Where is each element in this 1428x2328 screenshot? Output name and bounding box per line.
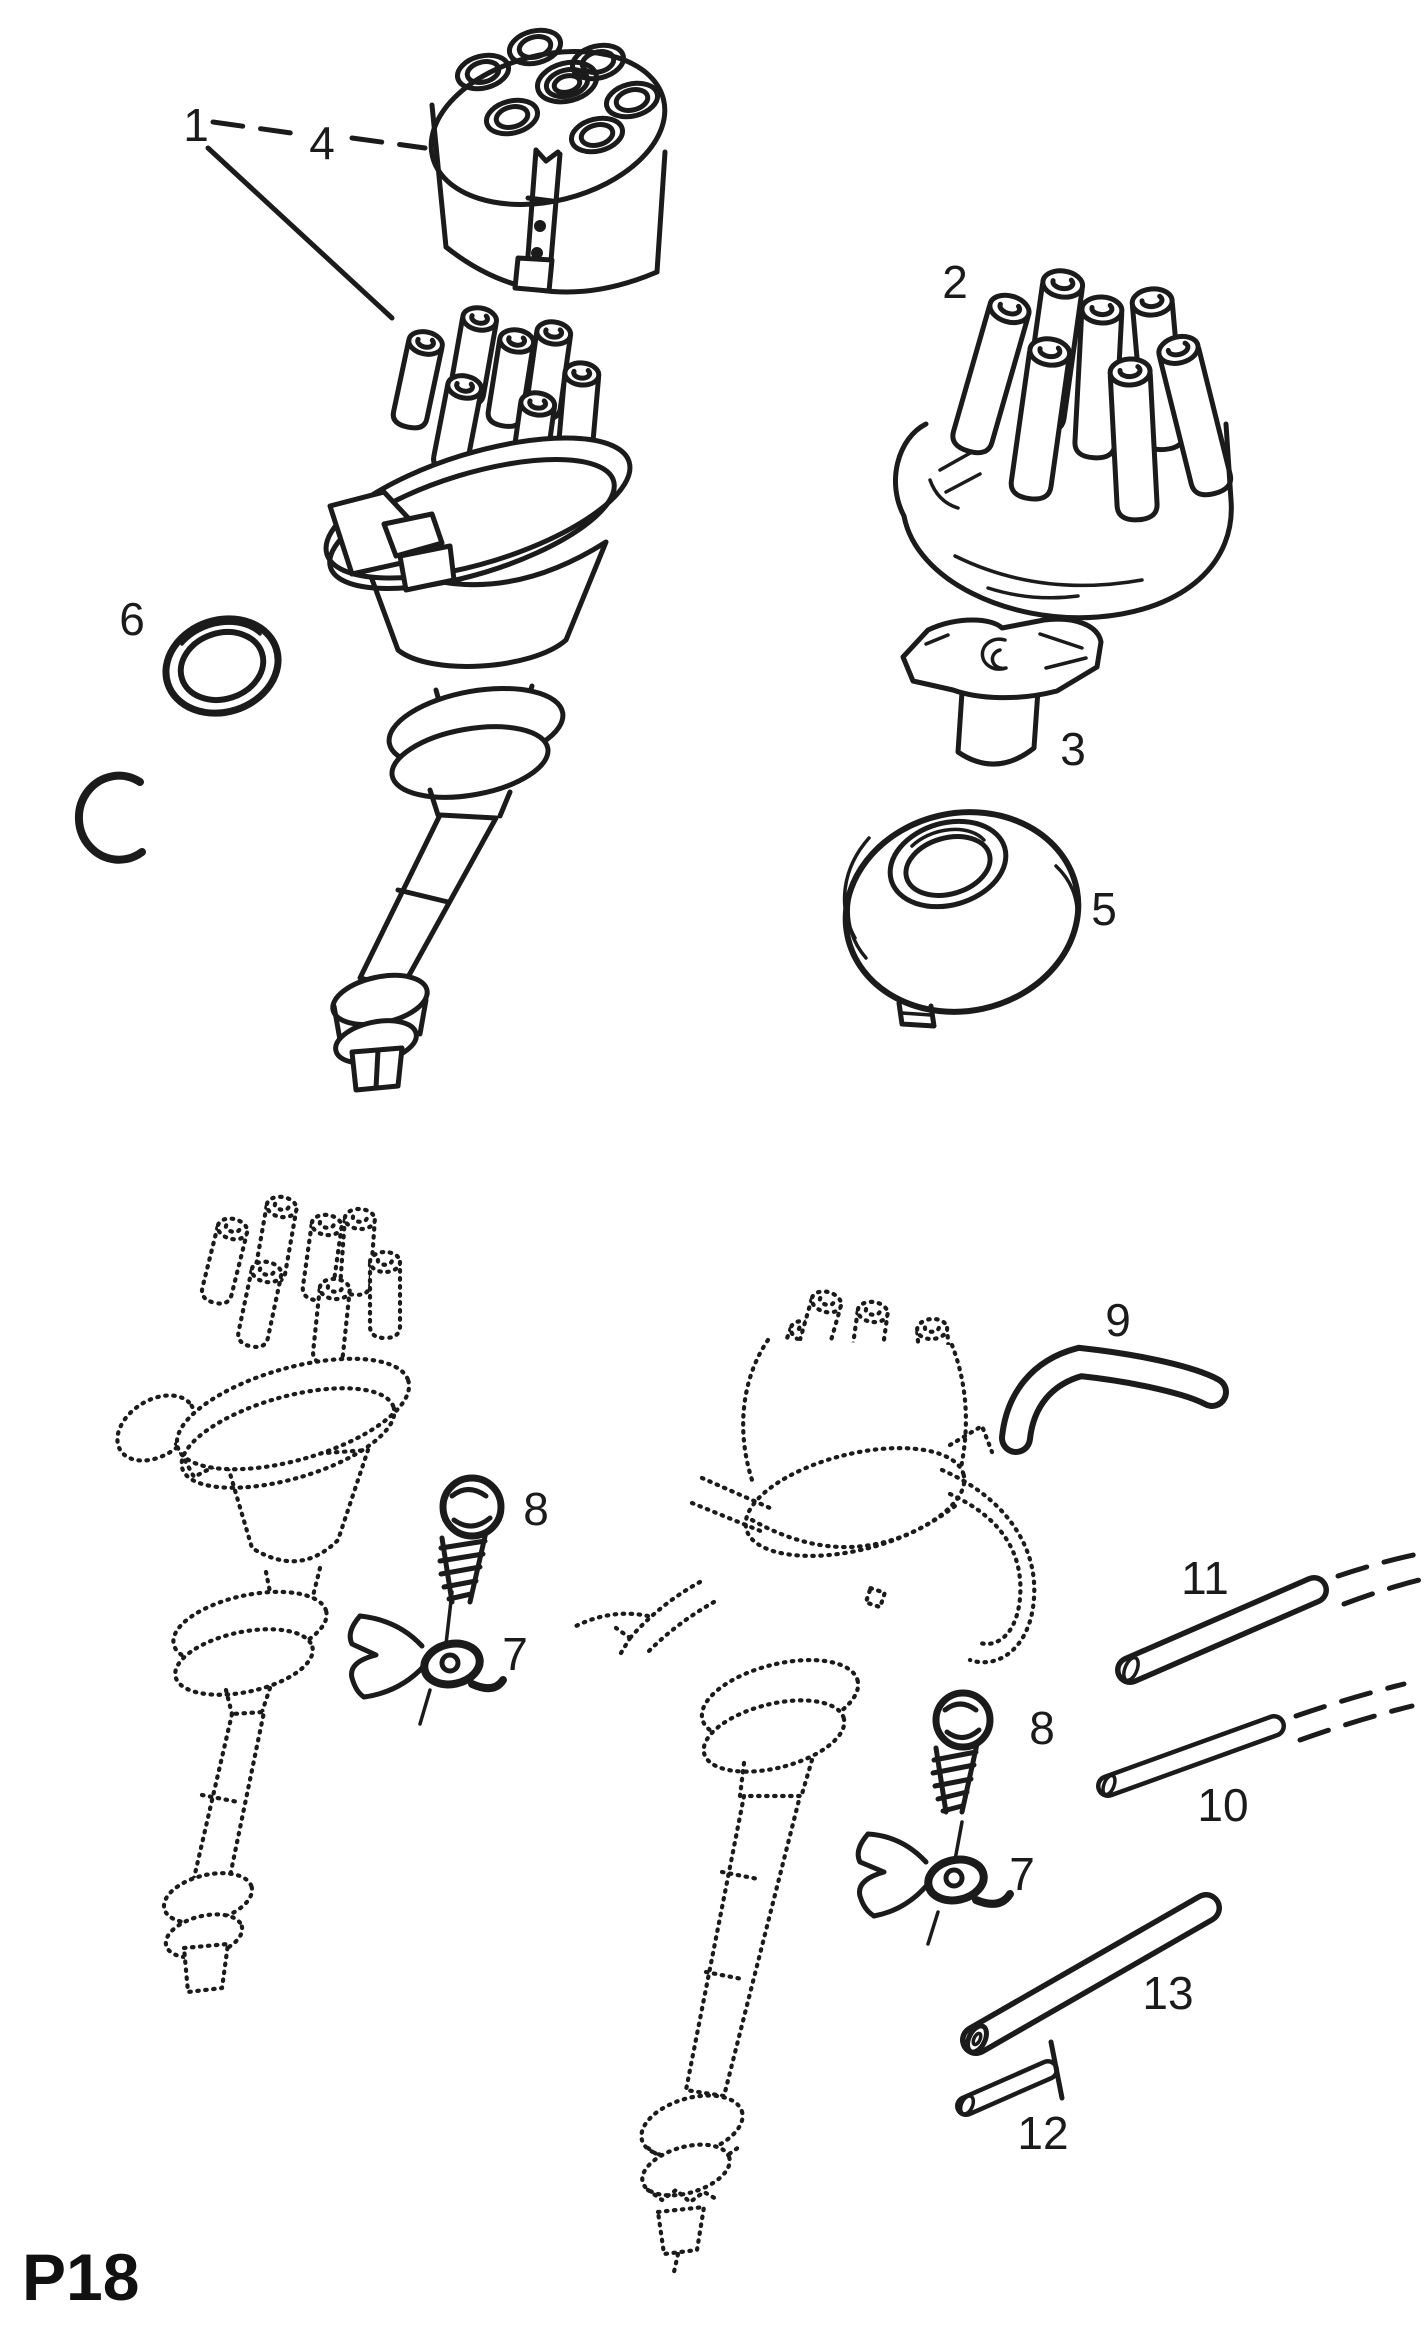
callout-3: 3 xyxy=(1060,723,1086,775)
clamp-fork-left xyxy=(347,1590,507,1726)
callout-8-left: 8 xyxy=(523,1483,549,1535)
callout-7-right: 7 xyxy=(1009,1848,1035,1900)
clamp-tab xyxy=(327,489,457,593)
clamp-fork-right xyxy=(855,1820,1014,1946)
tube-short xyxy=(955,2039,1065,2117)
edge-scan-mark xyxy=(74,771,146,864)
leader-lines xyxy=(205,119,428,321)
dust-cover xyxy=(842,809,1082,1029)
callout-7-left: 7 xyxy=(502,1628,528,1680)
callout-4: 4 xyxy=(309,117,335,169)
callout-5: 5 xyxy=(1091,883,1117,935)
callout-1: 1 xyxy=(183,99,209,151)
distributor-assembly xyxy=(323,305,633,1093)
tube-long xyxy=(960,1892,1222,2056)
page-code: P18 xyxy=(22,2240,139,2314)
hose-lower xyxy=(1096,1681,1415,1798)
callout-2: 2 xyxy=(942,256,968,308)
o-ring-seal xyxy=(162,615,282,717)
hose-bent xyxy=(999,1344,1229,1455)
cover-slot xyxy=(512,147,563,294)
callout-10: 10 xyxy=(1197,1779,1248,1831)
callout-6: 6 xyxy=(119,593,145,645)
callout-9: 9 xyxy=(1105,1294,1131,1346)
callout-11: 11 xyxy=(1181,1552,1229,1604)
rotor-arm xyxy=(900,616,1104,767)
callout-labels: 1 4 2 3 5 6 8 7 9 11 10 8 7 13 12 xyxy=(119,99,1248,2159)
distributor-left-variant xyxy=(115,1195,412,1995)
distributor-cap xyxy=(893,268,1233,621)
distributor-right-variant xyxy=(569,1288,1037,2275)
hose-upper xyxy=(1115,1549,1428,1685)
cap-towers xyxy=(200,1195,400,1367)
callout-13: 13 xyxy=(1142,1967,1193,2019)
callout-12: 12 xyxy=(1017,2107,1068,2159)
callout-8-right: 8 xyxy=(1029,1702,1055,1754)
shield-cover-top xyxy=(428,27,668,295)
bolt-right xyxy=(930,1689,994,1815)
cover-holes xyxy=(454,27,661,155)
bolt-left xyxy=(437,1474,505,1605)
